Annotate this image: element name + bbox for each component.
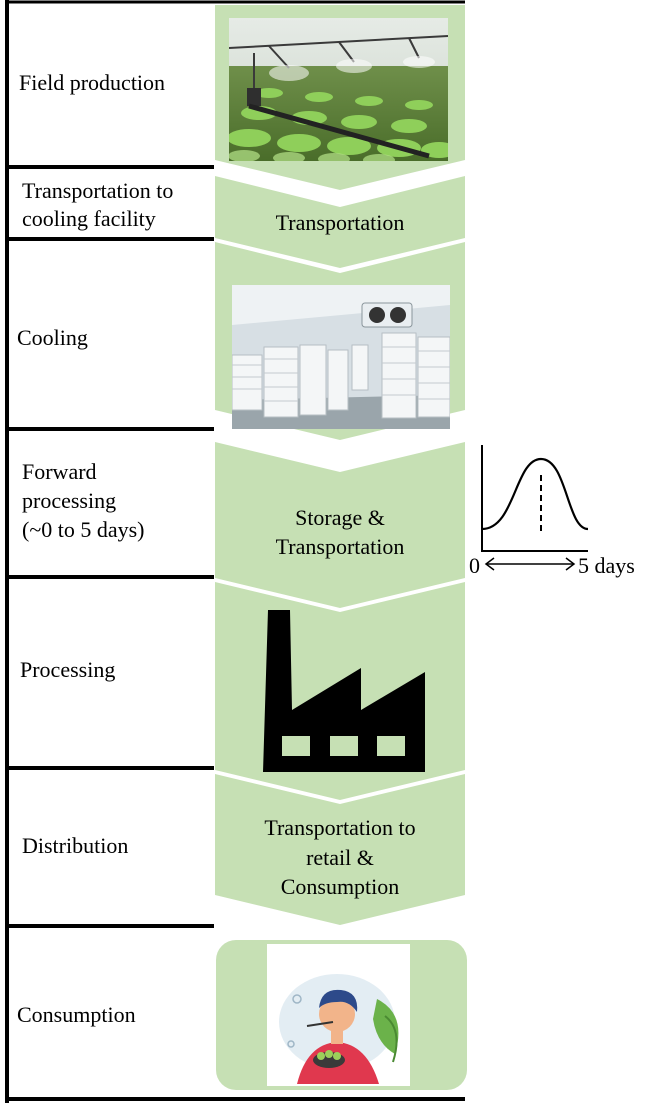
stage-label-cooling: Cooling xyxy=(17,325,88,350)
lettuce-field-irrigation-photo xyxy=(229,18,448,161)
factory-icon xyxy=(263,610,425,772)
person-eating-salad-illustration xyxy=(267,944,410,1086)
timeline-arrow-left-head xyxy=(484,557,495,571)
stage-label-forward-line1: Forward xyxy=(22,459,97,484)
stage-label-consumption: Consumption xyxy=(17,1002,136,1027)
flow-storage-chevron xyxy=(215,442,465,608)
stage-label-transport-line2: cooling facility xyxy=(22,206,156,231)
cold-storage-room-photo xyxy=(232,285,450,429)
flow-text-storage-line1: Storage & xyxy=(295,505,385,530)
stage-label-processing: Processing xyxy=(20,657,116,682)
stage-label-forward-line2: processing xyxy=(22,488,117,513)
flow-text-transportation: Transportation xyxy=(275,210,405,235)
flow-text-retail-line3: Consumption xyxy=(280,874,400,899)
flow-text-retail-line1: Transportation to xyxy=(264,815,416,840)
timeline-distribution-graph xyxy=(481,445,589,571)
flow-distribution-chevron xyxy=(215,774,465,925)
flow-text-storage-line2: Transportation xyxy=(275,534,405,559)
timeline-end-label: 5 days xyxy=(578,553,635,578)
timeline-start-label: 0 xyxy=(469,553,480,578)
flow-transport-chevron xyxy=(215,176,465,268)
stage-label-transport-line1: Transportation to xyxy=(22,178,174,203)
flow-text-retail-line2: retail & xyxy=(306,845,374,870)
timeline-arrow-right-head xyxy=(565,557,576,571)
bell-curve xyxy=(481,457,589,531)
stage-label-distribution: Distribution xyxy=(22,833,129,858)
stage-label-forward-line3: (~0 to 5 days) xyxy=(22,517,145,542)
stage-label-field-production: Field production xyxy=(19,70,166,95)
